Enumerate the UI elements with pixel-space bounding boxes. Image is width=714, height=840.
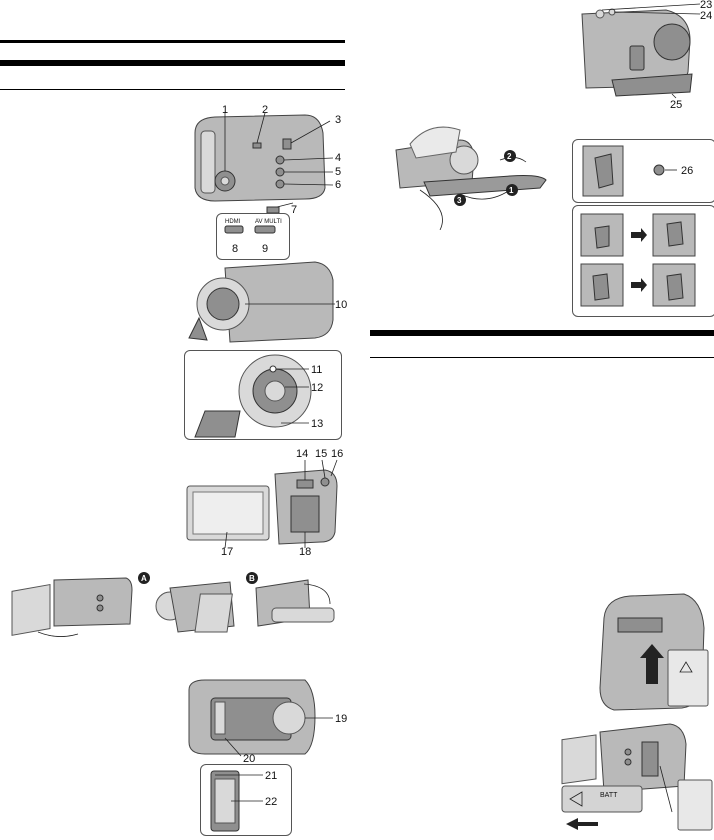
badge-b: B <box>249 574 255 583</box>
label-8: 8 <box>232 243 238 255</box>
camera-top-view-figure: 23 24 25 <box>581 0 712 111</box>
avmulti-text: AV MULTI <box>255 219 282 225</box>
label-24: 24 <box>700 10 712 22</box>
label-22: 22 <box>265 796 277 808</box>
label-14: 14 <box>296 448 308 460</box>
label-16: 16 <box>331 448 343 460</box>
camera-lcd-view-figure: 14 15 16 17 18 <box>186 448 343 556</box>
strap-attach-steps-box <box>572 205 714 317</box>
label-10: 10 <box>335 299 347 311</box>
section-rule-thin <box>370 357 714 358</box>
label-19: 19 <box>335 713 347 725</box>
camera-side-view-figure: 1 2 3 4 5 6 7 <box>194 104 341 213</box>
strap-detail-box-26: 26 <box>572 139 714 203</box>
label-26: 26 <box>681 165 693 177</box>
label-25: 25 <box>670 99 682 111</box>
label-6: 6 <box>335 179 341 191</box>
bottom-detail-box: 21 22 <box>200 764 292 836</box>
camera-front-view-figure: 10 <box>188 261 347 343</box>
label-21: 21 <box>265 770 277 782</box>
label-2: 2 <box>262 104 268 116</box>
battery-insert-figure <box>599 593 709 711</box>
strap-attach-steps-figure <box>580 213 696 307</box>
label-17: 17 <box>221 546 233 556</box>
label-15: 15 <box>315 448 327 460</box>
label-1: 1 <box>222 104 228 116</box>
terminals-detail-box: HDMI AV MULTI 8 9 <box>216 213 290 260</box>
heading-rule-top <box>0 40 345 43</box>
badge-a: A <box>141 574 147 583</box>
battery-remove-figure: BATT <box>561 723 713 831</box>
label-7: 7 <box>291 204 297 213</box>
label-23: 23 <box>700 0 712 11</box>
lens-detail-box: 11 12 13 <box>184 350 342 440</box>
grip-strap-figure: 1 2 3 <box>395 126 547 230</box>
lcd-opening-figure: A B <box>11 572 335 637</box>
lens-detail-figure: 11 12 13 <box>194 354 323 438</box>
badge-3: 3 <box>457 196 462 205</box>
label-18: 18 <box>299 546 311 556</box>
terminals-detail-figure: HDMI AV MULTI 8 9 <box>224 219 282 255</box>
lcd-rotate-step-b: B <box>246 572 335 627</box>
heading-rule-sub <box>0 89 345 90</box>
label-4: 4 <box>335 152 341 164</box>
lcd-open-step <box>11 577 133 637</box>
camera-bottom-view-figure: 19 20 <box>188 679 347 765</box>
label-11: 11 <box>311 364 322 376</box>
label-13: 13 <box>311 418 323 430</box>
label-9: 9 <box>262 243 268 255</box>
label-5: 5 <box>335 166 341 178</box>
label-3: 3 <box>335 114 341 126</box>
label-20: 20 <box>243 753 255 765</box>
heading-rule-mid <box>0 60 345 66</box>
lcd-rotate-step-a: A <box>138 572 235 633</box>
batt-text: BATT <box>600 792 618 799</box>
strap-detail-figure: 26 <box>582 145 693 197</box>
badge-1: 1 <box>509 186 514 195</box>
label-12: 12 <box>311 382 323 394</box>
badge-2: 2 <box>507 152 512 161</box>
section-rule-thick <box>370 330 714 336</box>
bottom-detail-figure: 21 22 <box>210 770 277 832</box>
hdmi-text: HDMI <box>225 219 241 225</box>
